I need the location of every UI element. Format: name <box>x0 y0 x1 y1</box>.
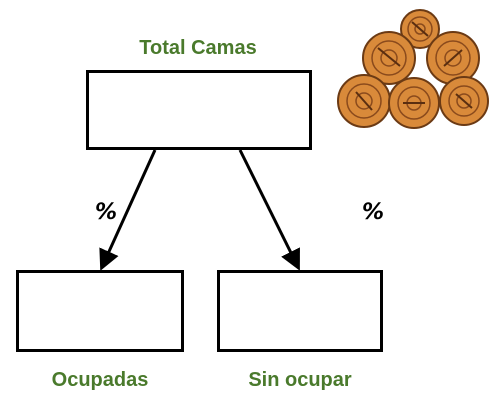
total-camas-box <box>86 70 312 150</box>
log-end <box>337 74 391 128</box>
total-camas-label: Total Camas <box>139 37 257 59</box>
sin-ocupar-percent: % <box>362 200 385 225</box>
log-end <box>362 31 416 85</box>
sin-ocupar-label: Sin ocupar <box>248 369 352 391</box>
log-end <box>439 76 489 126</box>
log-end <box>426 31 480 85</box>
ocupadas-label: Ocupadas <box>51 369 149 391</box>
arrow-to-ocupadas <box>99 149 157 271</box>
log-end <box>400 9 440 49</box>
sin-ocupar-box <box>217 270 383 352</box>
log-end <box>388 77 440 129</box>
arrow-to-sin-ocupar <box>238 149 300 271</box>
ocupadas-box <box>16 270 184 352</box>
ocupadas-percent: % <box>95 200 118 225</box>
